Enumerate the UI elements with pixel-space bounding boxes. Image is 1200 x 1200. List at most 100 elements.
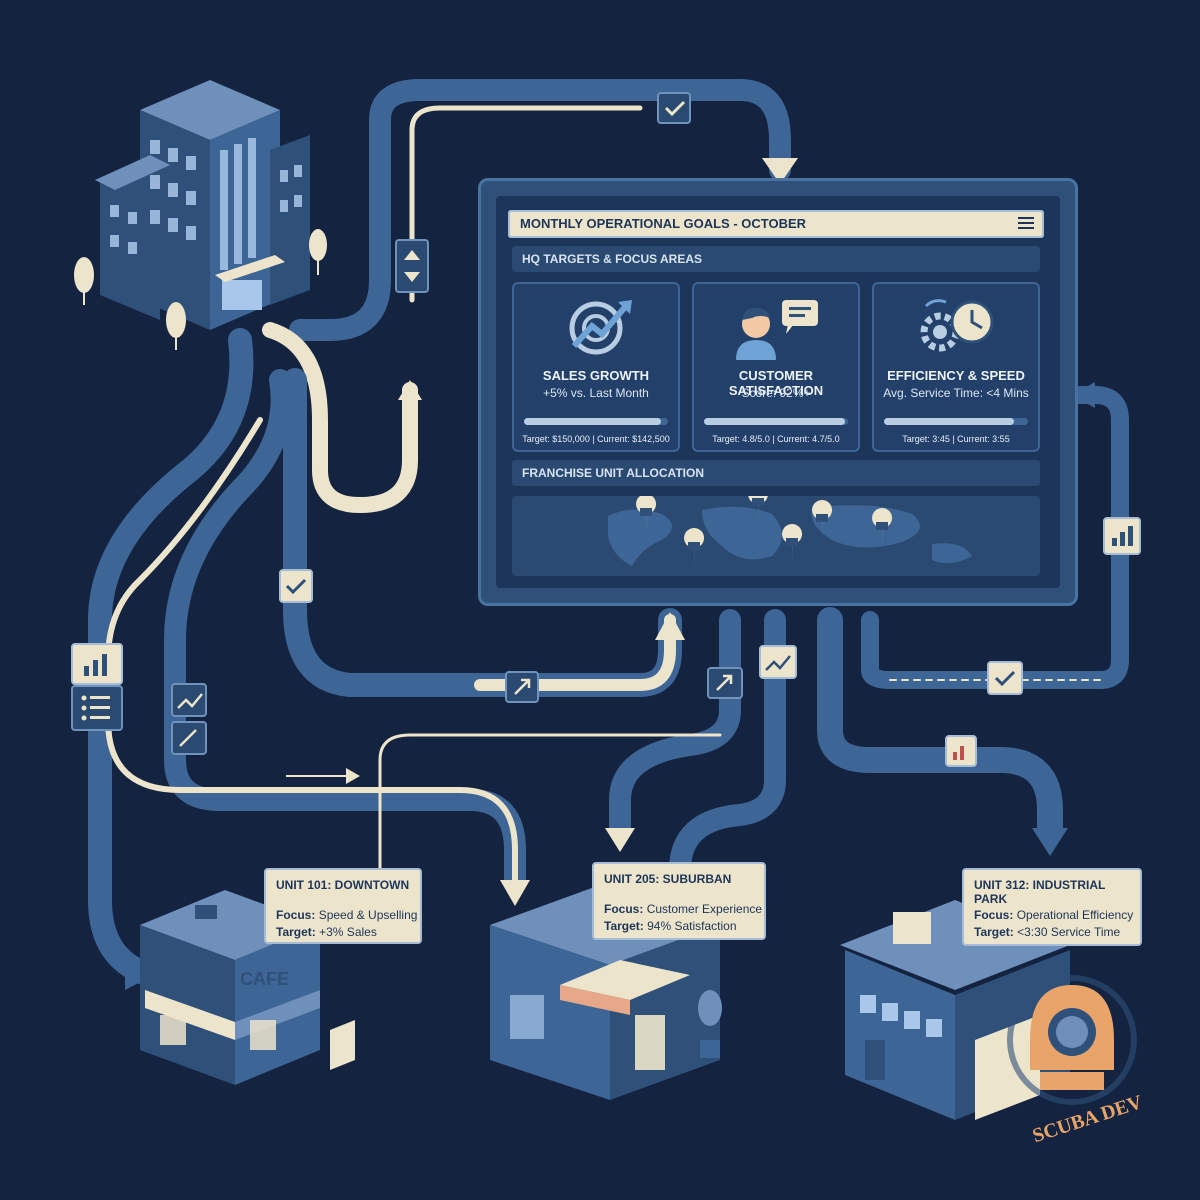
flow-path-feedback-loop [861, 386, 1129, 689]
customer-feedback-icon [736, 300, 818, 360]
section-title-allocation: FRANCHISE UNIT ALLOCATION [522, 466, 704, 480]
dashboard-title: MONTHLY OPERATIONAL GOALS - OCTOBER [520, 216, 807, 231]
target-label: Target: [974, 925, 1014, 939]
unit-target-line: Target: <3:30 Service Time [974, 925, 1120, 939]
unit-focus: Customer Experience [646, 902, 763, 916]
kpi-card-sales-growth[interactable]: SALES GROWTH +5% vs. Last Month Target: … [512, 282, 680, 452]
check-icon [664, 100, 686, 117]
section-title-targets: HQ TARGETS & FOCUS AREAS [522, 252, 703, 266]
trend-up-icon [514, 678, 531, 695]
progress-bar [884, 418, 1028, 425]
arrow-head-down [1032, 828, 1068, 856]
unit-header: UNIT 205: SUBURBAN [604, 872, 732, 886]
progress-bar [704, 418, 848, 425]
up-arrow-icon [404, 250, 420, 260]
arrow-head-down [500, 880, 530, 906]
progress-fill [524, 418, 661, 425]
section-header-allocation: FRANCHISE UNIT ALLOCATION [512, 460, 1040, 486]
kpi-title: SALES GROWTH [542, 368, 650, 383]
flow-path-to-dashboard-bottom-light [474, 614, 676, 691]
unit-target: +3% Sales [319, 925, 377, 939]
unit-focus-line: Focus: Customer Experience [604, 902, 762, 916]
unit-312-callout: UNIT 312: INDUSTRIAL PARK Focus: Operati… [962, 868, 1142, 946]
kpi-subtitle: Score: 92%+ [741, 386, 811, 400]
progress-fill [704, 418, 846, 425]
trend-up-icon [177, 693, 203, 709]
franchise-world-map[interactable] [512, 484, 1040, 576]
location-pin-icon [812, 500, 833, 542]
arrow-head-left [1072, 382, 1095, 408]
bar-chart-icon [1112, 526, 1133, 546]
unit-target: <3:30 Service Time [1017, 925, 1121, 939]
kpi-subtitle: +5% vs. Last Month [543, 386, 649, 400]
flow-path-dashboard-to-unit-312 [817, 607, 1063, 843]
target-label: Target: [604, 919, 644, 933]
target-label: Target: [276, 925, 316, 939]
kpi-card-customer-satisfaction[interactable]: CUSTOMER SATISFACTION Score: 92%+ Target… [692, 282, 860, 452]
unit-205-callout: UNIT 205: SUBURBAN Focus: Customer Exper… [592, 862, 766, 940]
arrowheads [125, 158, 1095, 990]
location-pin-icon [782, 524, 803, 566]
location-pin-icon [636, 494, 657, 536]
kpi-title: CUSTOMER SATISFACTION [728, 368, 824, 398]
arrow-head-down [605, 828, 635, 852]
kpi-card-efficiency-speed[interactable]: EFFICIENCY & SPEED Avg. Service Time: <4… [872, 282, 1040, 452]
kpi-footer: Target: $150,000 | Current: $142,500 [522, 434, 670, 444]
hamburger-menu-icon[interactable] [1018, 217, 1034, 231]
arrow-head-down [762, 158, 798, 184]
kpi-subtitle: Avg. Service Time: <4 Mins [883, 386, 1029, 400]
hq-building [74, 80, 327, 350]
trend-badge [171, 683, 207, 717]
arrow-head-right [125, 962, 152, 990]
dashboard-title-bar: MONTHLY OPERATIONAL GOALS - OCTOBER [508, 210, 1044, 238]
flow-path-hq-to-dashboard [289, 79, 791, 341]
world-map-graphic [608, 484, 972, 570]
progress-fill [884, 418, 1014, 425]
flow-path-hq-to-dashboard-light [409, 105, 643, 303]
location-pin-icon [684, 528, 705, 570]
trend-up-icon [179, 729, 197, 747]
unit-target: 94% Satisfaction [647, 919, 737, 933]
unit-101-cafe-building: CAFE [140, 890, 355, 1085]
arrow-head-up [398, 380, 422, 400]
flow-path-u-turn [262, 322, 418, 513]
unit-focus-line: Focus: Operational Efficiency [974, 908, 1133, 922]
target-growth-icon [569, 300, 632, 355]
check-badge [987, 661, 1023, 695]
location-pins [636, 484, 893, 570]
unit-focus: Speed & Upselling [318, 908, 418, 922]
focus-label: Focus: [974, 908, 1014, 922]
trend-up-icon [765, 655, 791, 671]
flow-path-dashboard-to-unit-205 [609, 609, 741, 841]
check-badge [657, 92, 691, 124]
arrow-head-up [655, 612, 685, 640]
kpi-title: EFFICIENCY & SPEED [887, 368, 1025, 383]
kpi-footer: Target: 4.8/5.0 | Current: 4.7/5.0 [712, 434, 840, 444]
flow-path-dashboard-to-unit-205-b [669, 609, 786, 881]
section-header-targets: HQ TARGETS & FOCUS AREAS [512, 246, 1040, 272]
bar-chart-icon [953, 746, 964, 760]
location-pin-icon [872, 508, 893, 550]
flow-path-connector [378, 733, 722, 872]
unit-101-callout: UNIT 101: DOWNTOWN Focus: Speed & Upsell… [264, 868, 422, 944]
unit-target-line: Target: 94% Satisfaction [604, 919, 737, 933]
trend-badge [759, 645, 797, 679]
list-icon [81, 695, 110, 721]
check-icon [285, 578, 307, 595]
bar-chart-icon [84, 654, 107, 676]
flow-badges [71, 92, 1141, 767]
check-badge [279, 569, 313, 603]
unit-target-line: Target: +3% Sales [276, 925, 377, 939]
down-arrow-icon [404, 272, 420, 282]
flow-path-to-unit-101 [88, 328, 254, 987]
check-icon [994, 670, 1016, 687]
focus-label: Focus: [276, 908, 316, 922]
flow-path-to-unit-101-inner [164, 369, 526, 891]
focus-label: Focus: [604, 902, 644, 916]
arrow-head-right [346, 768, 360, 784]
progress-bar [524, 418, 668, 425]
unit-header: UNIT 101: DOWNTOWN [276, 878, 410, 892]
trend-up-icon [716, 674, 733, 691]
switch-badge [395, 239, 429, 293]
